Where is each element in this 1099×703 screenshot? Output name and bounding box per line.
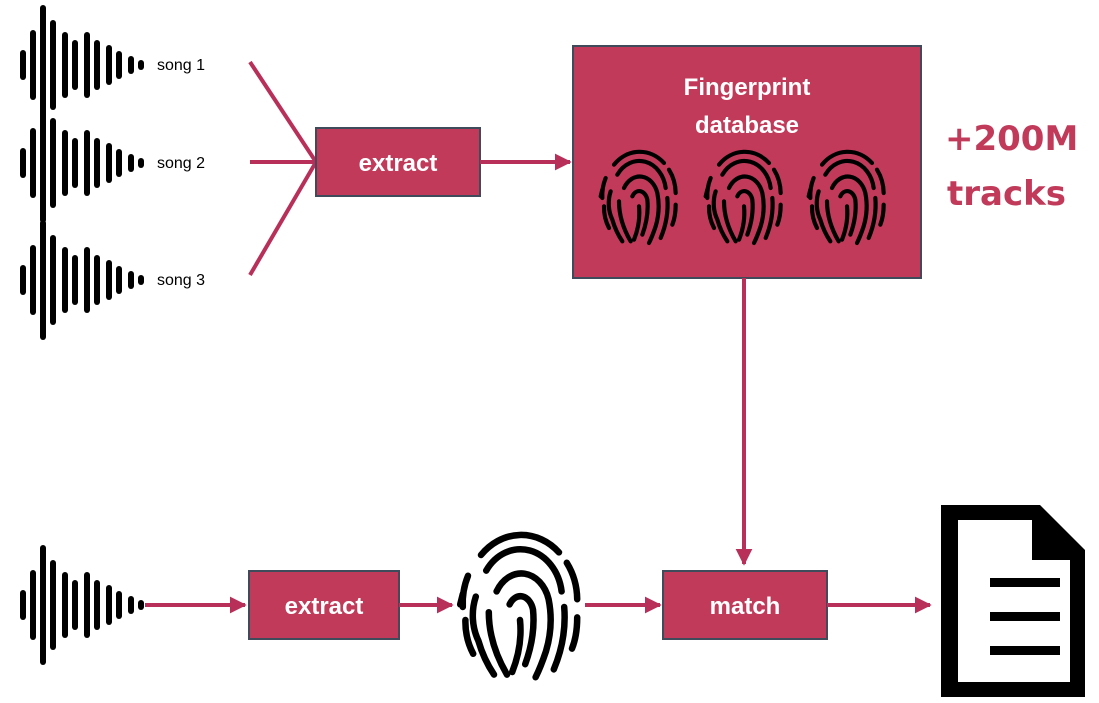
song-1-waveform-icon — [20, 5, 144, 125]
extract-label-bottom: extract — [285, 593, 364, 620]
database-title-line1: Fingerprint — [684, 74, 811, 101]
track-count-line2: tracks — [947, 174, 1066, 214]
song-2-label: song 2 — [157, 155, 205, 172]
result-document-icon — [941, 505, 1085, 697]
extract-box-bottom — [248, 570, 400, 640]
match-label: match — [710, 593, 781, 620]
converging-connectors — [248, 60, 318, 277]
track-count-line1: +200M — [945, 119, 1078, 159]
song-2-waveform-icon — [20, 103, 144, 223]
extract-label-top: extract — [359, 150, 438, 177]
song-3-waveform-icon — [20, 220, 144, 340]
song-3-label: song 3 — [157, 272, 205, 289]
query-fingerprint-icon — [460, 535, 577, 677]
database-title-line2: database — [695, 112, 799, 139]
query-waveform-icon — [20, 545, 144, 665]
match-box — [662, 570, 828, 640]
song-1-label: song 1 — [157, 57, 205, 74]
